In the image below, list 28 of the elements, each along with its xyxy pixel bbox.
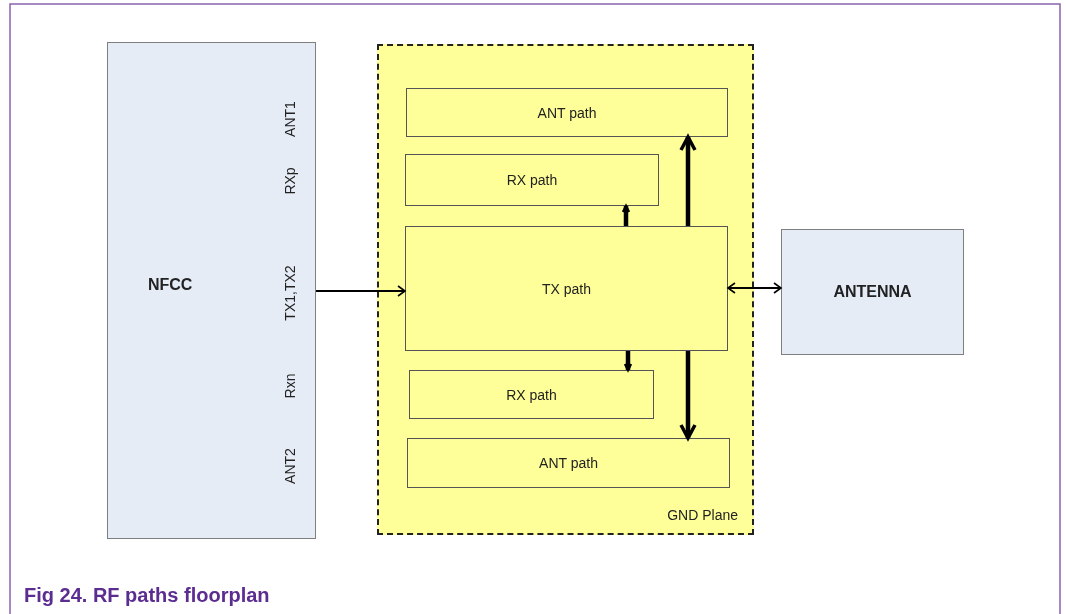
component-label: NFCC <box>147 276 193 294</box>
path-label: RX path <box>506 386 557 403</box>
rf-path-box <box>409 370 654 419</box>
plane-label: GND Plane <box>667 507 738 523</box>
component-box <box>781 229 964 355</box>
arrow <box>621 204 631 226</box>
pin-label: RXp <box>282 167 298 195</box>
path-label: ANT path <box>539 455 598 471</box>
arrow <box>727 282 782 294</box>
ground-plane-area <box>377 44 754 535</box>
arrow <box>679 135 697 226</box>
component-label: ANTENNA <box>833 283 912 301</box>
arrow <box>623 351 633 372</box>
pin-label: TX1,TX2 <box>282 265 298 321</box>
path-label: ANT path <box>537 104 597 121</box>
pin-label: ANT2 <box>282 448 298 484</box>
arrow <box>315 285 406 297</box>
rf-path-box <box>405 154 659 206</box>
path-label: TX path <box>542 280 591 297</box>
rf-path-box <box>406 88 728 137</box>
path-label: RX path <box>506 172 558 188</box>
rf-path-box <box>405 226 728 351</box>
figure-caption: Fig 24. RF paths floorplan <box>24 584 270 607</box>
component-box <box>107 42 316 539</box>
pin-label: ANT1 <box>282 101 298 137</box>
pin-label: Rxn <box>282 373 298 399</box>
arrow <box>679 351 697 440</box>
rf-path-box <box>407 438 730 488</box>
